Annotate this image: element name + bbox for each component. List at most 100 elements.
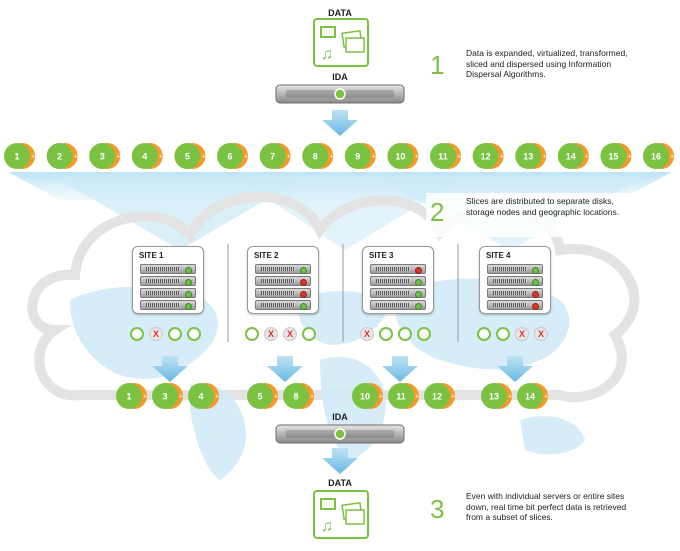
server-unit — [487, 264, 543, 274]
ida-bar-top — [275, 84, 405, 104]
down-arrow — [322, 110, 358, 136]
retrieved-slice-token: +12 — [424, 383, 455, 409]
slice-token: +11 — [430, 143, 461, 169]
plus-icon: + — [415, 394, 419, 401]
plus-icon: + — [542, 154, 546, 161]
site-box: SITE 1 — [132, 246, 204, 314]
server-grill — [376, 279, 410, 283]
slice-token: +12 — [472, 143, 504, 169]
slice-slot-ok — [398, 327, 412, 341]
slice-circle — [89, 143, 116, 169]
plus-icon: + — [451, 394, 455, 401]
plus-icon: + — [329, 154, 333, 161]
slice-label: 7 — [270, 152, 275, 162]
slice-label: 10 — [395, 152, 405, 162]
bottom-ida-label: IDA — [332, 412, 348, 422]
slice-label: 1 — [14, 152, 19, 162]
server-grill — [261, 279, 295, 283]
server-unit — [255, 264, 311, 274]
top-ida-label: IDA — [332, 72, 348, 82]
server-grill — [376, 267, 410, 271]
slice-token: +8 — [302, 143, 333, 169]
slice-label: 8 — [313, 152, 318, 162]
plus-icon: + — [508, 394, 512, 401]
plus-icon: + — [500, 154, 504, 161]
plus-icon: + — [287, 154, 291, 161]
failed-x-icon: X — [518, 329, 525, 339]
plus-icon: + — [670, 154, 674, 161]
server-unit — [140, 300, 196, 310]
slice-token: +3 — [89, 143, 120, 169]
svg-text:♫: ♫ — [321, 518, 333, 535]
slice-slot-failed: X — [534, 327, 548, 341]
slice-circle — [116, 383, 142, 409]
server-grill — [146, 279, 180, 283]
server-unit — [370, 276, 426, 286]
server-unit — [255, 288, 311, 298]
slice-token: +7 — [259, 143, 291, 169]
slice-circle — [302, 143, 329, 169]
server-unit — [140, 276, 196, 286]
server-grill — [146, 267, 180, 271]
slice-token: +6 — [217, 143, 248, 169]
slice-slot-ok — [130, 327, 144, 341]
down-arrow — [382, 356, 418, 382]
slice-circle — [247, 383, 273, 409]
slice-token: +1 — [4, 143, 35, 169]
slice-label: 1 — [126, 392, 131, 402]
step-1-box — [426, 40, 638, 98]
status-fail-led — [415, 267, 422, 274]
server-grill — [261, 303, 295, 307]
step-2-number: 2 — [430, 197, 445, 227]
status-fail-led — [532, 303, 539, 310]
slice-label: 2 — [57, 152, 62, 162]
slice-label: 11 — [396, 392, 406, 402]
site-box: SITE 4 — [479, 246, 551, 314]
slice-slot-ok — [477, 327, 491, 341]
slice-slot-ok — [168, 327, 182, 341]
step-1-number: 1 — [430, 50, 445, 80]
slice-circle — [131, 143, 158, 169]
server-grill — [146, 291, 180, 295]
bottom-data-label: DATA — [328, 478, 352, 488]
step-3-number: 3 — [430, 494, 445, 524]
slice-label: 16 — [651, 152, 661, 162]
plus-icon: + — [310, 394, 314, 401]
slice-slot-ok — [187, 327, 201, 341]
status-ok-led — [415, 303, 422, 310]
slice-circle — [152, 383, 178, 409]
slice-token: +16 — [643, 143, 674, 169]
slice-token: +10 — [387, 143, 418, 169]
status-fail-led — [300, 291, 307, 298]
step-1-text: Data is expanded, virtualized, transform… — [466, 48, 628, 79]
plus-icon: + — [215, 394, 219, 401]
slice-circle — [174, 143, 201, 169]
status-ok-led — [185, 279, 192, 286]
slice-slot-ok — [245, 327, 259, 341]
slice-label: 14 — [525, 392, 535, 402]
slice-label: 5 — [185, 152, 190, 162]
site-title: SITE 3 — [369, 251, 394, 260]
server-grill — [493, 279, 527, 283]
server-unit — [487, 288, 543, 298]
down-arrow — [267, 356, 303, 382]
slice-slot-failed: X — [515, 327, 529, 341]
slice-token: +9 — [344, 143, 376, 169]
plus-icon: + — [31, 154, 35, 161]
slice-slot-failed: X — [360, 327, 374, 341]
plus-icon: + — [116, 154, 120, 161]
plus-icon: + — [544, 394, 548, 401]
site-box: SITE 2 — [247, 246, 319, 314]
retrieved-slice-token: +3 — [152, 383, 183, 409]
down-arrow — [322, 448, 358, 474]
status-ok-led — [415, 279, 422, 286]
retrieved-slice-token: +13 — [481, 383, 512, 409]
status-ok-led — [300, 303, 307, 310]
light-beam — [240, 180, 460, 250]
plus-icon: + — [372, 154, 376, 161]
step-3-text: Even with individual servers or entire s… — [466, 491, 627, 522]
slice-row: +1+2+3+4+5+6+7+8+9+10+11+12+13+14+15+16 — [4, 143, 674, 169]
status-ok-led — [185, 291, 192, 298]
